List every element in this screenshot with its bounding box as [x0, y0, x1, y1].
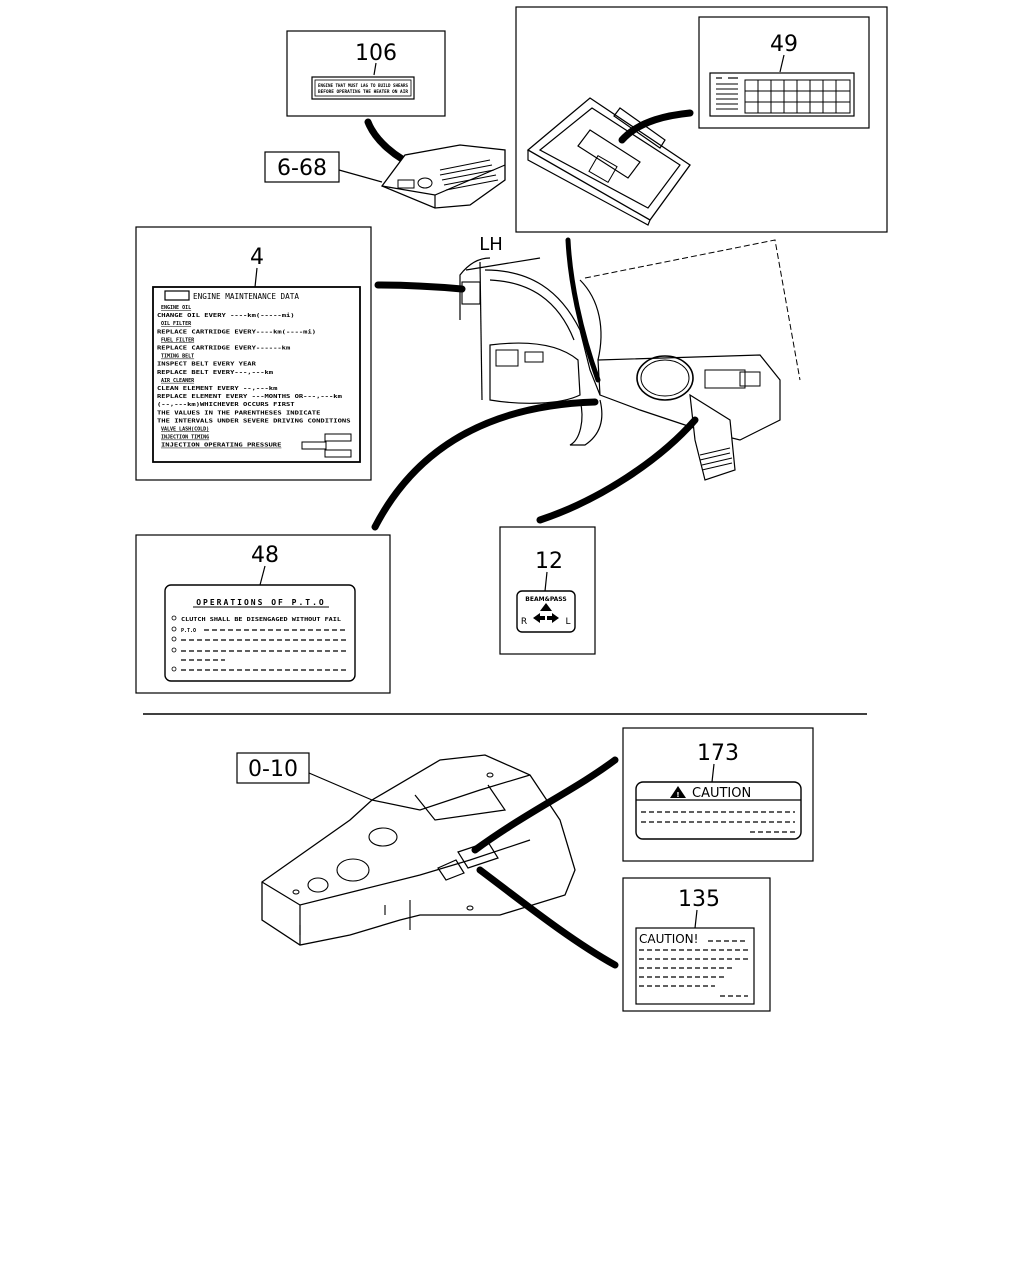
- ref-0-10: 0-10: [248, 757, 298, 782]
- label-4-line: THE INTERVALS UNDER SEVERE DRIVING CONDI…: [157, 418, 351, 424]
- callout-12: 12: [535, 549, 563, 574]
- heater-unit-drawing: 6-68: [264, 118, 506, 209]
- callout-106: 106: [355, 41, 397, 66]
- label-135: 135 CAUTION!: [622, 877, 771, 1012]
- label-4-line: THE VALUES IN THE PARENTHESES INDICATE: [157, 410, 320, 416]
- label-4-line: REPLACE CARTRIDGE EVERY----km(----mi): [157, 329, 316, 335]
- label-48-line2: P.T.O: [181, 628, 196, 634]
- label-49-panel: 49: [515, 6, 888, 233]
- label-12: 12 BEAM&PASS R L: [499, 526, 596, 655]
- label-4-line: TIMING BELT: [161, 354, 194, 360]
- label-4-line: REPLACE ELEMENT EVERY ---MONTHS OR---,--…: [157, 394, 342, 400]
- label-4-line: CHANGE OIL EVERY ----km(-----mi): [157, 313, 295, 319]
- label-4-line: (--,---km)WHICHEVER OCCURS FIRST: [157, 402, 295, 408]
- ref-6-68: 6-68: [277, 156, 327, 181]
- callout-49: 49: [770, 32, 798, 57]
- label-135-title: CAUTION!: [639, 932, 698, 946]
- label-106-line1: ENGINE THAT MUST LAG TO BUILD SHEARS: [318, 83, 409, 88]
- label-4-line: ENGINE OIL: [161, 305, 191, 311]
- label-4-line: CLEAN ELEMENT EVERY --,---km: [157, 386, 277, 392]
- label-4-line: REPLACE CARTRIDGE EVERY------km: [157, 346, 290, 352]
- label-106: 106 ENGINE THAT MUST LAG TO BUILD SHEARS…: [286, 30, 446, 117]
- label-4-line: INSPECT BELT EVERY YEAR: [157, 362, 257, 368]
- callout-135: 135: [678, 887, 720, 912]
- label-4-line: INJECTION TIMING: [161, 435, 209, 441]
- label-48-title: OPERATIONS OF P.T.O: [196, 598, 326, 607]
- label-4-line: FUEL FILTER: [161, 337, 195, 343]
- label-48-line1: CLUTCH SHALL BE DISENGAGED WITHOUT FAIL: [181, 617, 341, 623]
- callout-4: 4: [250, 245, 264, 270]
- label-4-line: REPLACE BELT EVERY---,---km: [157, 370, 273, 376]
- floor-panel-drawing: 0-10: [236, 752, 619, 969]
- label-106-line2: BEFORE OPERATING THE HEATER ON AIR: [318, 89, 409, 94]
- label-12-top: BEAM&PASS: [525, 596, 566, 603]
- label-4-line: VALVE LASH(COLD): [161, 427, 209, 433]
- label-4-line: OIL FILTER: [161, 321, 192, 327]
- label-173: 173 ! CAUTION: [622, 727, 814, 862]
- callout-48: 48: [251, 543, 279, 568]
- cab-interior-drawing: [371, 237, 801, 531]
- label-12-right: L: [565, 617, 570, 627]
- label-12-left: R: [521, 617, 527, 627]
- label-4-line: INJECTION OPERATING PRESSURE: [161, 443, 281, 449]
- svg-text:!: !: [676, 791, 679, 799]
- label-4-title: ENGINE MAINTENANCE DATA: [193, 292, 299, 301]
- side-label: LH: [479, 234, 503, 255]
- label-173-title: CAUTION: [692, 786, 751, 801]
- label-4-line: AIR CLEANER: [161, 378, 195, 384]
- label-4: 4 ENGINE MAINTENANCE DATA ENGINE OIL CHAN…: [135, 226, 372, 481]
- callout-173: 173: [697, 741, 739, 766]
- label-48: 48 OPERATIONS OF P.T.O CLUTCH SHALL BE D…: [135, 534, 391, 694]
